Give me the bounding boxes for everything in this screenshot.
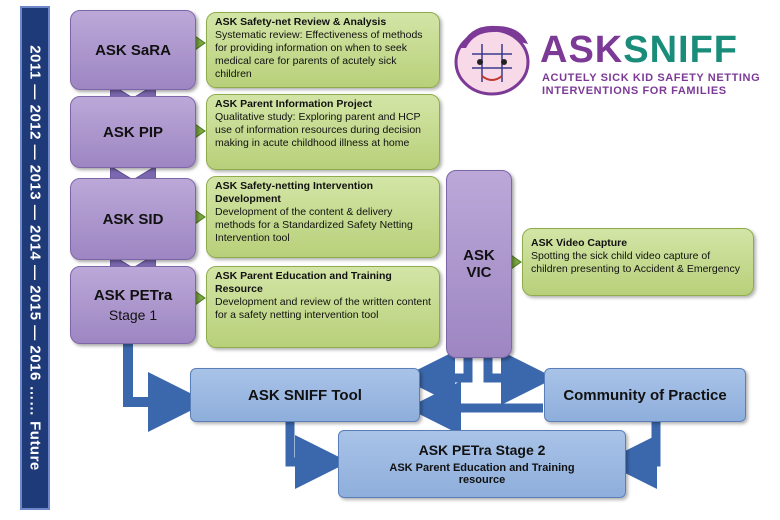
desc-text: Development and review of the written co…	[215, 296, 431, 321]
desc-box-petra: ASK Parent Education and Training Resour…	[206, 266, 440, 348]
stage-label: ASK SaRA	[95, 41, 171, 59]
petra2-title: ASK PETra Stage 2	[418, 442, 546, 458]
stage-sublabel: Stage 1	[108, 307, 158, 323]
community-box: Community of Practice	[544, 368, 746, 422]
logo-tagline: ACUTELY SICK KID SAFETY NETTING INTERVEN…	[542, 72, 760, 98]
desc-title: ASK Parent Information Project	[215, 98, 372, 110]
desc-title: ASK Video Capture	[531, 237, 628, 249]
timeline-bar: 2011 — 2012 — 2013 — 2014 — 2015 — 2016 …	[20, 6, 50, 510]
petra2-box: ASK PETra Stage 2 ASK Parent Education a…	[338, 430, 626, 498]
desc-title: ASK Safety-netting Intervention Developm…	[215, 180, 374, 205]
stage-box-pip: ASK PIP	[70, 96, 196, 168]
stage-label: ASK SID	[102, 210, 164, 228]
desc-text: Systematic review: Effectiveness of meth…	[215, 29, 423, 80]
petra2-sub-line1: ASK Parent Education and Training	[389, 462, 575, 474]
desc-box-vic: ASK Video Capture Spotting the sick chil…	[522, 228, 754, 296]
desc-box-sara: ASK Safety-net Review & Analysis Systema…	[206, 12, 440, 88]
sniff-tool-label: ASK SNIFF Tool	[248, 386, 362, 404]
vic-label-line2: VIC	[466, 264, 492, 281]
logo-tagline-line1: ACUTELY SICK KID SAFETY NETTING	[542, 72, 761, 84]
logo-tagline-line2: INTERVENTIONS FOR FAMILIES	[542, 85, 727, 97]
logo-wordmark: ASKSNIFF	[540, 30, 738, 70]
stage-label: ASK PIP	[102, 123, 163, 141]
tool-to-petra2-arrow	[285, 420, 349, 489]
desc-title: ASK Parent Education and Training Resour…	[215, 270, 392, 295]
logo-word-ask: ASK	[540, 29, 624, 71]
community-label: Community of Practice	[563, 386, 727, 404]
stage-box-vic: ASK VIC	[446, 170, 512, 358]
stage-box-sara: ASK SaRA	[70, 10, 196, 90]
petra2-sub-line2: resource	[458, 474, 506, 486]
desc-box-sid: ASK Safety-netting Intervention Developm…	[206, 176, 440, 258]
vic-label-line1: ASK	[463, 247, 495, 264]
stage-label: ASK PETra	[93, 287, 173, 304]
stage-box-sid: ASK SID	[70, 178, 196, 260]
petra-to-tool-arrow	[123, 342, 208, 432]
desc-title: ASK Safety-net Review & Analysis	[215, 16, 387, 28]
desc-text: Development of the content & delivery me…	[215, 206, 413, 244]
stage-box-petra: ASK PETra Stage 1	[70, 266, 196, 344]
logo-child-face-icon	[454, 25, 530, 96]
desc-text: Qualitative study: Exploring parent and …	[215, 111, 422, 149]
desc-box-pip: ASK Parent Information Project Qualitati…	[206, 94, 440, 170]
sniff-tool-box: ASK SNIFF Tool	[190, 368, 420, 422]
logo-word-sniff: SNIFF	[623, 29, 739, 71]
community-to-petra2-arrow	[603, 420, 661, 489]
desc-text: Spotting the sick child video capture of…	[531, 250, 740, 275]
